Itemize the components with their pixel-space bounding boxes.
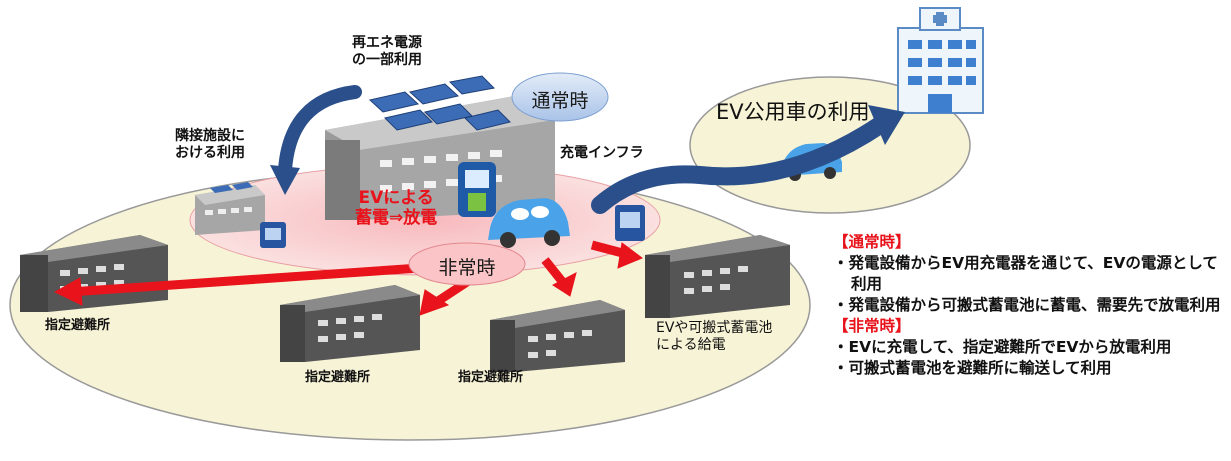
shelter-left-building (20, 235, 168, 312)
normal-bubble-label: 通常時 (531, 90, 589, 112)
ev-storage-label: EVによる 蓄電⇒放電 (355, 188, 438, 229)
charger (458, 162, 496, 217)
emergency-bubble-shape (408, 242, 526, 286)
emergency-note-1: ・EVに充電して、指定避難所でEVから放電利用 (833, 338, 1172, 356)
normal-note-2: ・発電設備から可搬式蓄電池に蓄電、需要先で放電利用 (833, 296, 1221, 314)
neighbor-label: 隣接施設に おける利用 (175, 128, 245, 161)
normal-bubble-shape (511, 72, 609, 122)
ev-car (488, 198, 570, 248)
emergency-note-2: ・可搬式蓄電池を避難所に輸送して利用 (833, 359, 1112, 377)
neighbor-building (195, 182, 265, 235)
shelter-right-building (645, 235, 790, 318)
shelter-mid2-label: 指定避難所 (458, 370, 524, 385)
ev-supply-label: EVや可搬式蓄電池 による給電 (656, 320, 773, 353)
charging-infra-label: 充電インフラ (560, 145, 644, 161)
main-building (325, 75, 555, 220)
emergency-notes-header: 【非常時】 (833, 317, 911, 335)
shelter-left-label: 指定避難所 (45, 318, 111, 333)
hospital-building (897, 7, 984, 114)
ev-public-car-label: EV公用車の利用 (716, 100, 870, 124)
ev-public-car-arrow (591, 116, 889, 214)
emergency-arrows (53, 240, 643, 316)
shelter-mid2-building (490, 300, 625, 372)
renewable-label: 再エネ電源 の一部利用 (352, 35, 422, 68)
portable-battery-1 (260, 222, 286, 248)
portable-battery-2 (615, 205, 645, 241)
renewable-curve-arrow (278, 85, 362, 177)
normal-note-1: ・発電設備からEV用充電器を通じて、EVの電源として利用 (833, 254, 1218, 293)
shelter-mid1-label: 指定避難所 (305, 370, 371, 385)
notes-panel: 【通常時】 ・発電設備からEV用充電器を通じて、EVの電源として利用 ・発電設備… (833, 232, 1231, 379)
emergency-bubble-label: 非常時 (438, 257, 496, 279)
normal-notes-header: 【通常時】 (833, 233, 911, 251)
shelter-mid1-building (280, 285, 420, 362)
